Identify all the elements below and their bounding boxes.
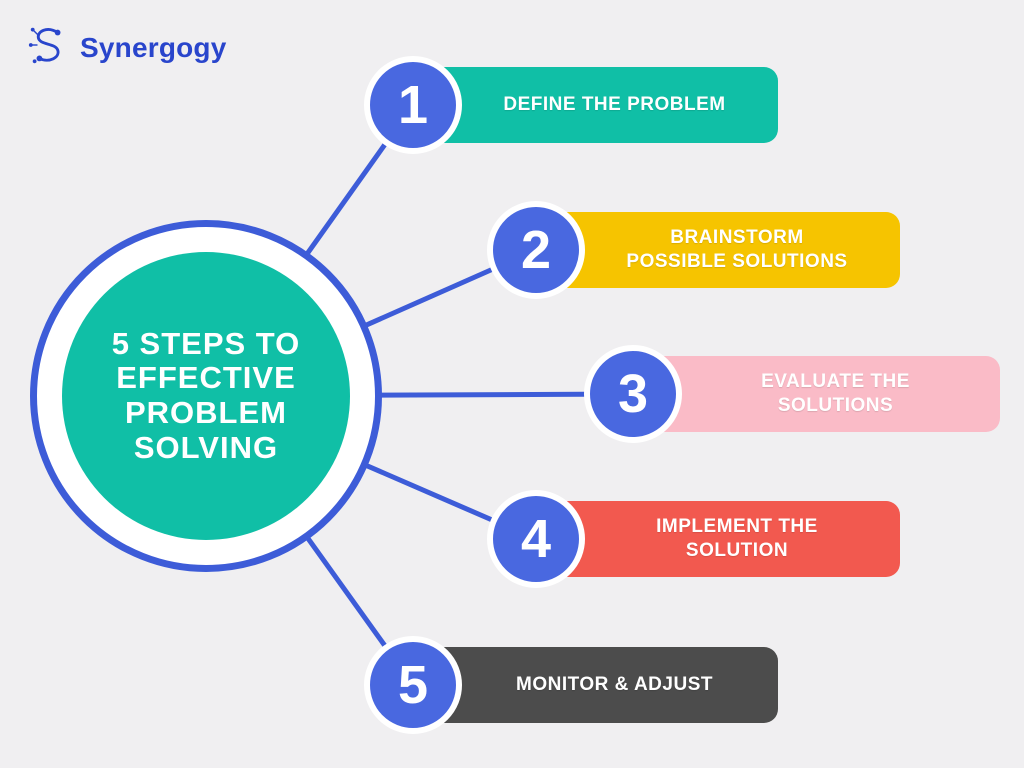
step-number-circle-4: 4 (487, 490, 585, 588)
logo-text: Synergogy (80, 31, 227, 63)
logo-icon (26, 22, 72, 73)
step-bar-5: MONITOR & ADJUST (413, 647, 778, 723)
step-number-1: 1 (397, 75, 429, 135)
step-bar-3: EVALUATE THE SOLUTIONS (633, 356, 1000, 432)
step-label-1: DEFINE THE PROBLEM (503, 94, 726, 116)
center-title: 5 STEPS TO EFFECTIVE PROBLEM SOLVING (111, 325, 301, 465)
step-bar-2: BRAINSTORM POSSIBLE SOLUTIONS (536, 212, 900, 288)
step-label-3: EVALUATE THE SOLUTIONS (761, 371, 910, 416)
logo: Synergogy (26, 22, 227, 73)
step-number-5: 5 (397, 655, 429, 715)
step-label-4: IMPLEMENT THE SOLUTION (656, 516, 818, 561)
step-bar-4: IMPLEMENT THE SOLUTION (536, 501, 900, 577)
step-number-circle-2: 2 (487, 201, 585, 299)
step-number-circle-3: 3 (584, 345, 682, 443)
step-label-2: BRAINSTORM POSSIBLE SOLUTIONS (626, 227, 848, 272)
step-number-2: 2 (520, 220, 552, 280)
center-circle: 5 STEPS TO EFFECTIVE PROBLEM SOLVING (62, 252, 350, 540)
step-number-3: 3 (617, 364, 649, 424)
step-bar-1: DEFINE THE PROBLEM (413, 67, 778, 143)
step-number-circle-5: 5 (364, 636, 462, 734)
step-number-4: 4 (520, 509, 552, 569)
step-label-5: MONITOR & ADJUST (516, 674, 713, 696)
step-number-circle-1: 1 (364, 56, 462, 154)
